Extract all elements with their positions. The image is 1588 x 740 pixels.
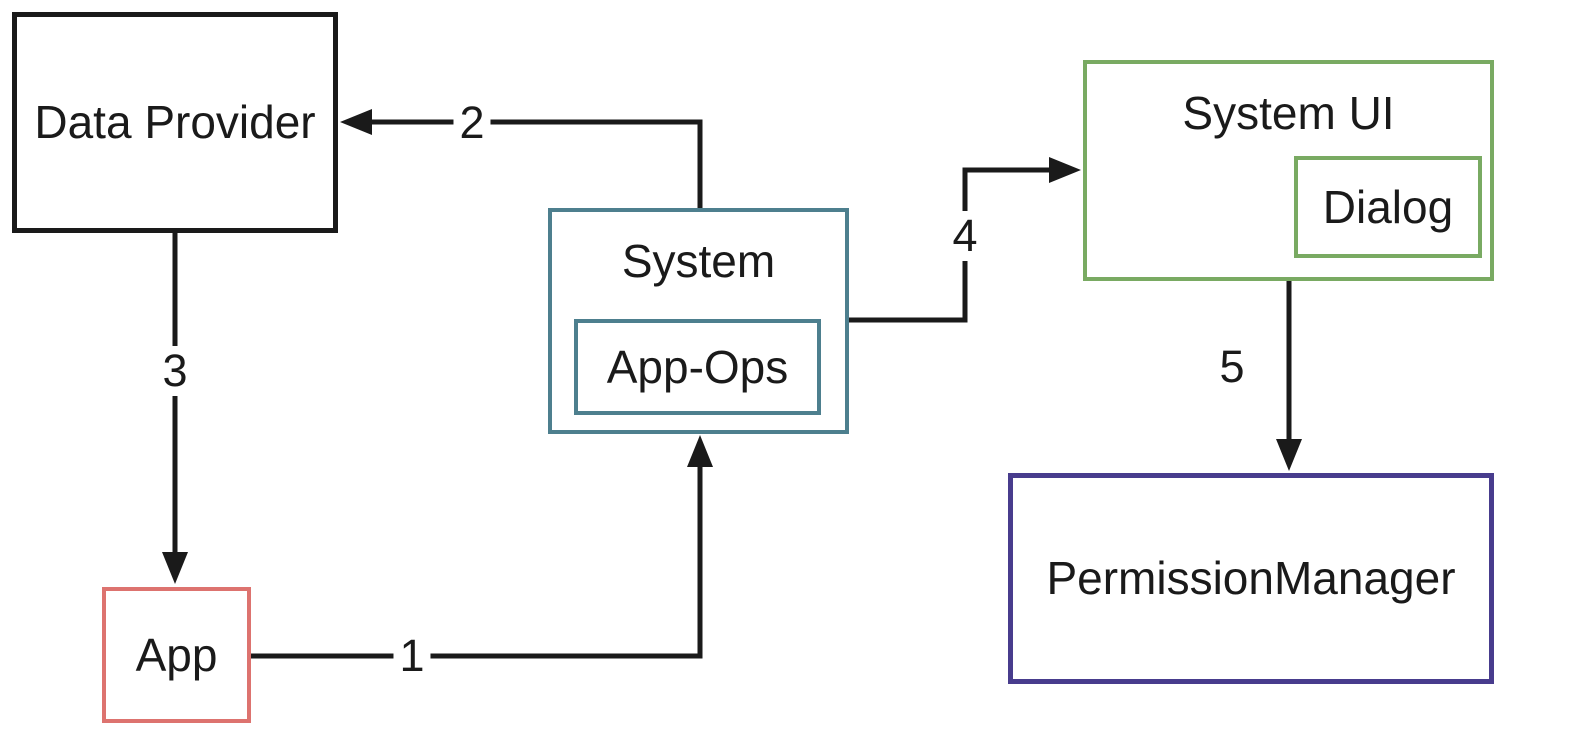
edge-1-label: 1 [393,631,431,681]
node-app-ops-label: App-Ops [606,340,789,393]
edge-5-arrowhead-down [1276,439,1302,471]
edge-system-to-data-provider [340,109,703,209]
edge-4-label: 4 [946,211,984,261]
node-app-ops: App-Ops [574,319,821,415]
edge-system-ui-to-permission-manager [1276,280,1302,471]
node-permission-manager-label: PermissionManager [1046,552,1456,605]
node-data-provider: Data Provider [12,12,338,233]
edge-1-line [251,463,703,659]
node-dialog-label: Dialog [1322,180,1454,233]
node-system-ui-label: System UI [1182,87,1395,139]
node-system-ui: System UI Dialog [1083,60,1494,281]
node-data-provider-label: Data Provider [34,96,316,149]
node-app: App [102,587,251,723]
edge-2-arrowhead-left [340,109,372,135]
edge-data-provider-to-app [162,232,188,584]
edge-4-arrowhead-right [1049,157,1081,183]
edge-5-label: 5 [1213,342,1251,392]
edge-1-arrowhead-up [687,435,713,467]
edge-2-label: 2 [453,98,491,148]
node-system: System App-Ops [548,208,849,434]
edge-3-arrowhead-down [162,552,188,584]
edge-2-line [368,119,703,209]
node-system-label: System [621,235,776,287]
node-app-label: App [135,628,218,681]
edge-app-to-system [251,435,713,659]
node-dialog: Dialog [1294,156,1482,258]
edge-3-label: 3 [156,346,194,396]
node-permission-manager: PermissionManager [1008,473,1494,684]
